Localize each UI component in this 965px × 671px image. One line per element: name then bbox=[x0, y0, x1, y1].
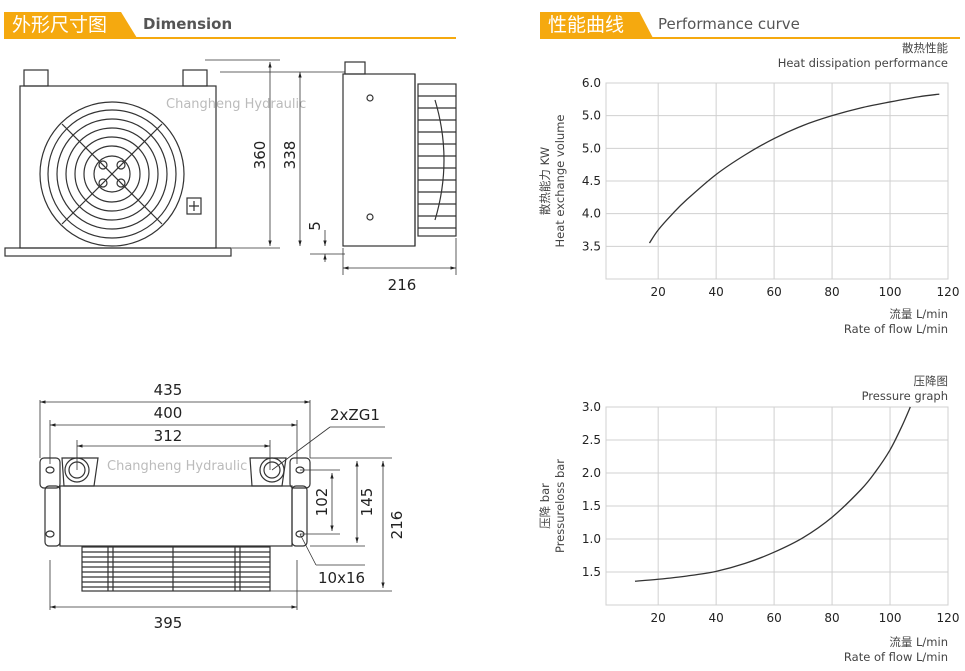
y-tick-label: 1.0 bbox=[582, 532, 601, 546]
performance-title-cn: 性能曲线 bbox=[540, 12, 653, 38]
y-tick-label: 5.0 bbox=[582, 109, 601, 123]
y-tick-label: 6.0 bbox=[582, 76, 601, 90]
y-tick-label: 2.5 bbox=[582, 433, 601, 447]
dimension-header: 外形尺寸图 Dimension bbox=[4, 12, 456, 39]
curve-pressure bbox=[634, 406, 911, 582]
dim-height-core: 338 bbox=[281, 141, 299, 170]
chart-title-cn: 散热性能 bbox=[902, 41, 948, 55]
y-tick-label: 1.5 bbox=[582, 499, 601, 513]
performance-underline bbox=[540, 37, 960, 39]
curve-heat bbox=[648, 93, 940, 244]
top-view bbox=[39, 457, 311, 592]
dim-width-mount: 400 bbox=[154, 404, 183, 422]
x-tick-label: 100 bbox=[879, 285, 902, 299]
dim-foot: 5 bbox=[306, 221, 324, 231]
x-tick-label: 120 bbox=[937, 285, 960, 299]
y-tick-label: 4.5 bbox=[582, 174, 601, 188]
y-axis-label-cn: 散热能力 KW bbox=[538, 147, 552, 215]
watermark: Changheng Hydraulic bbox=[107, 459, 247, 474]
x-tick-label: 60 bbox=[766, 285, 781, 299]
fan-guard-icon bbox=[39, 101, 185, 247]
chart-title: Pressure graph bbox=[862, 389, 948, 403]
x-tick-label: 20 bbox=[651, 285, 666, 299]
dim-slot-spacing: 102 bbox=[313, 488, 331, 517]
dim-top-depth: 216 bbox=[388, 511, 406, 540]
chart-title-cn: 压降图 bbox=[914, 374, 949, 388]
dim-port-spacing: 312 bbox=[154, 427, 183, 445]
x-axis-label-cn: 流量 L/min bbox=[889, 635, 948, 649]
x-axis-label-cn: 流量 L/min bbox=[889, 307, 948, 321]
dim-height-mid: 145 bbox=[358, 488, 376, 517]
performance-title-en: Performance curve bbox=[658, 15, 800, 33]
dim-height-total: 360 bbox=[251, 141, 269, 170]
x-axis-label: Rate of flow L/min bbox=[844, 322, 948, 336]
x-axis-label: Rate of flow L/min bbox=[844, 650, 948, 664]
y-axis-label-cn: 压降 bar bbox=[538, 483, 552, 529]
y-tick-label: 3.0 bbox=[582, 400, 601, 414]
fan-grille-icon bbox=[417, 83, 457, 237]
performance-header: 性能曲线 Performance curve bbox=[540, 12, 960, 39]
port-icon bbox=[259, 457, 285, 483]
y-tick-label: 2.0 bbox=[582, 466, 601, 480]
dimension-title-en: Dimension bbox=[143, 15, 233, 33]
dimension-title-cn: 外形尺寸图 bbox=[4, 12, 137, 38]
x-tick-label: 120 bbox=[937, 611, 960, 625]
dim-slot-label: 10x16 bbox=[318, 569, 365, 587]
y-tick-label: 5.0 bbox=[582, 141, 601, 155]
y-axis-label: Pressureloss bar bbox=[553, 459, 567, 553]
y-tick-label: 3.5 bbox=[582, 239, 601, 253]
dim-width-total: 435 bbox=[154, 381, 183, 399]
dim-width-bottom: 395 bbox=[154, 614, 183, 632]
dimension-underline bbox=[4, 37, 456, 39]
x-tick-label: 100 bbox=[879, 611, 902, 625]
y-tick-label: 1.5 bbox=[582, 565, 601, 579]
fan-grille-icon bbox=[81, 546, 271, 592]
x-tick-label: 80 bbox=[824, 285, 839, 299]
x-tick-label: 40 bbox=[708, 611, 723, 625]
dim-port-label: 2xZG1 bbox=[330, 406, 380, 424]
y-tick-label: 4.0 bbox=[582, 207, 601, 221]
chart-title: Heat dissipation performance bbox=[778, 56, 948, 70]
x-tick-label: 60 bbox=[766, 611, 781, 625]
dim-side-depth: 216 bbox=[388, 276, 417, 294]
x-tick-label: 40 bbox=[708, 285, 723, 299]
front-view bbox=[4, 69, 232, 257]
watermark: Changheng Hydraulic bbox=[166, 97, 306, 112]
x-tick-label: 80 bbox=[824, 611, 839, 625]
side-view bbox=[342, 61, 457, 247]
y-axis-label: Heat exchange volume bbox=[553, 115, 567, 248]
junction-box-icon bbox=[186, 197, 202, 215]
x-tick-label: 20 bbox=[651, 611, 666, 625]
